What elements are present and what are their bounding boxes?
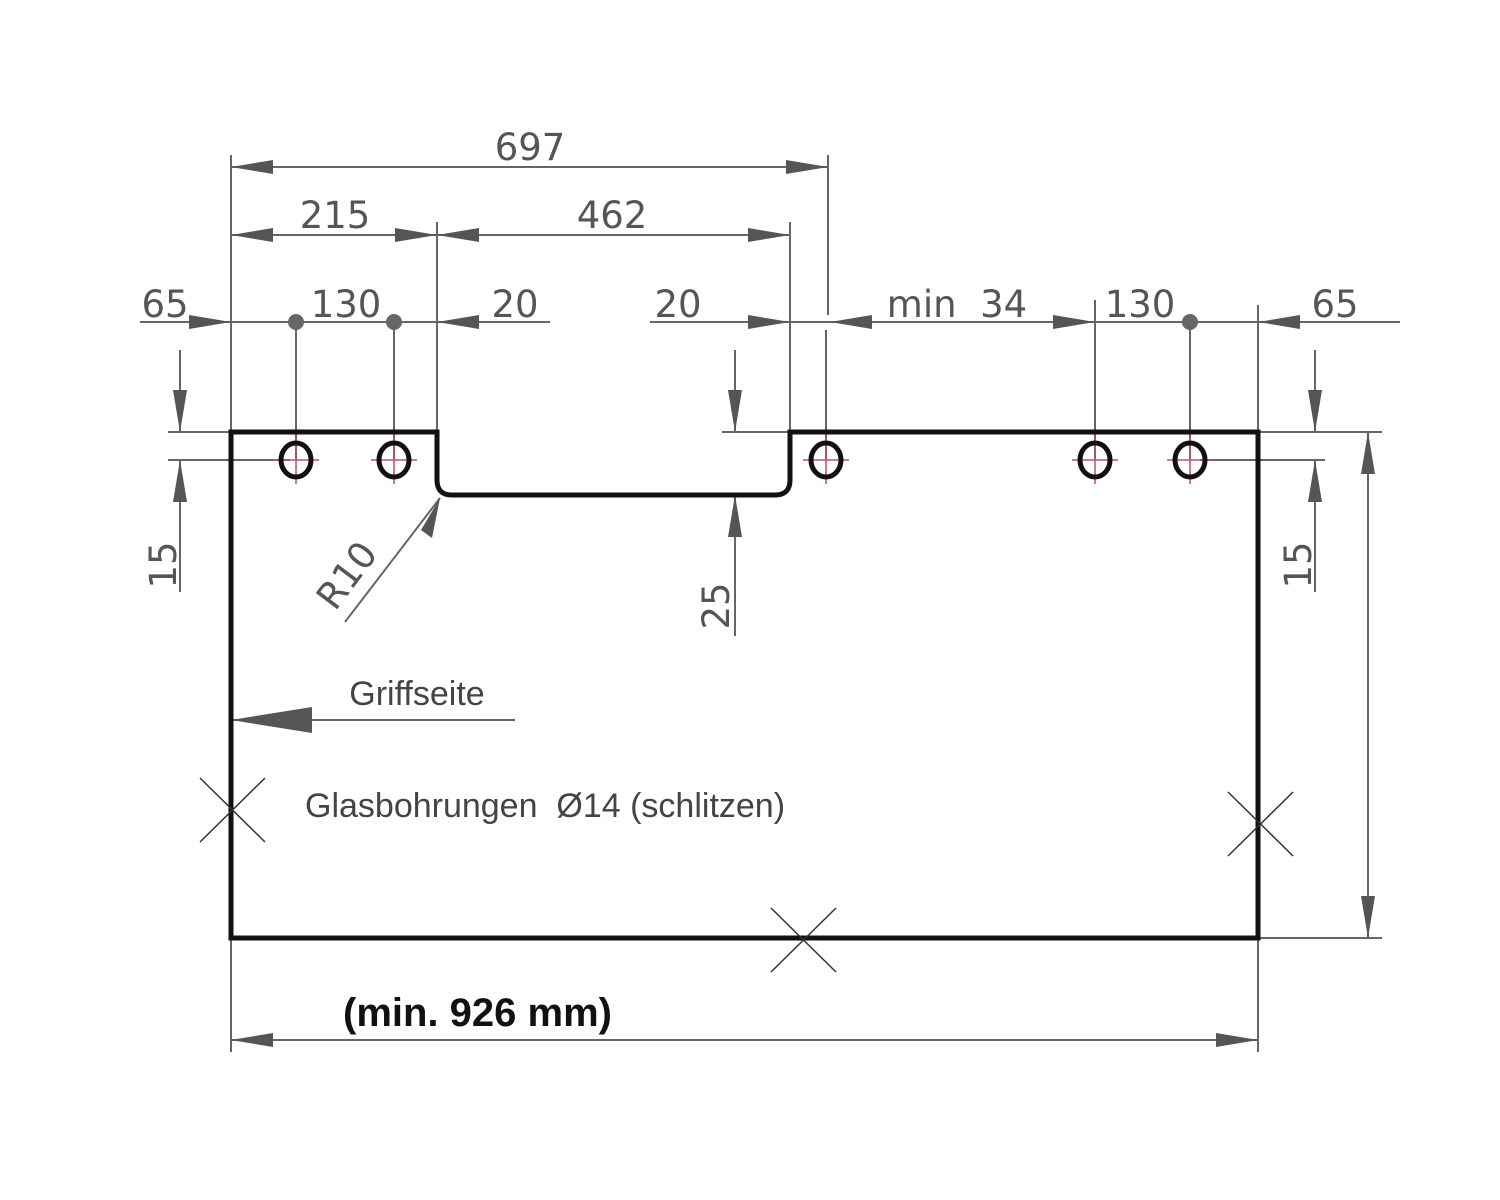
dim-130-left: 130 [311, 283, 382, 326]
dim-15-right: 15 [1277, 541, 1320, 588]
griffseite-arrow-icon [231, 707, 312, 733]
dim-65-left: 65 [141, 283, 188, 326]
dim-697: 697 [495, 126, 566, 169]
dim-20-left: 20 [491, 283, 538, 326]
glass-outline [228, 429, 1261, 941]
dim-r10: R10 [308, 533, 386, 617]
dim-462: 462 [577, 194, 648, 237]
dim-65-right: 65 [1311, 283, 1358, 326]
overall-width-label: (min. 926 mm) [343, 991, 612, 1035]
hole-note: Glasbohrungen Ø14 (schlitzen) [305, 787, 785, 825]
cross-markers [199, 777, 1294, 973]
dimension-labels: 697 215 462 65 130 20 20 min 34 130 65 1… [141, 126, 1358, 630]
arrowheads [173, 160, 1375, 1047]
dim-215: 215 [300, 194, 371, 237]
dim-min-34: min 34 [887, 283, 1027, 326]
dim-130-right: 130 [1105, 283, 1176, 326]
dim-15-left: 15 [142, 541, 185, 588]
dim-20-right: 20 [654, 283, 701, 326]
glass-holes [273, 437, 1213, 484]
dim-25: 25 [695, 582, 738, 629]
griffseite-label: Griffseite [349, 675, 484, 713]
